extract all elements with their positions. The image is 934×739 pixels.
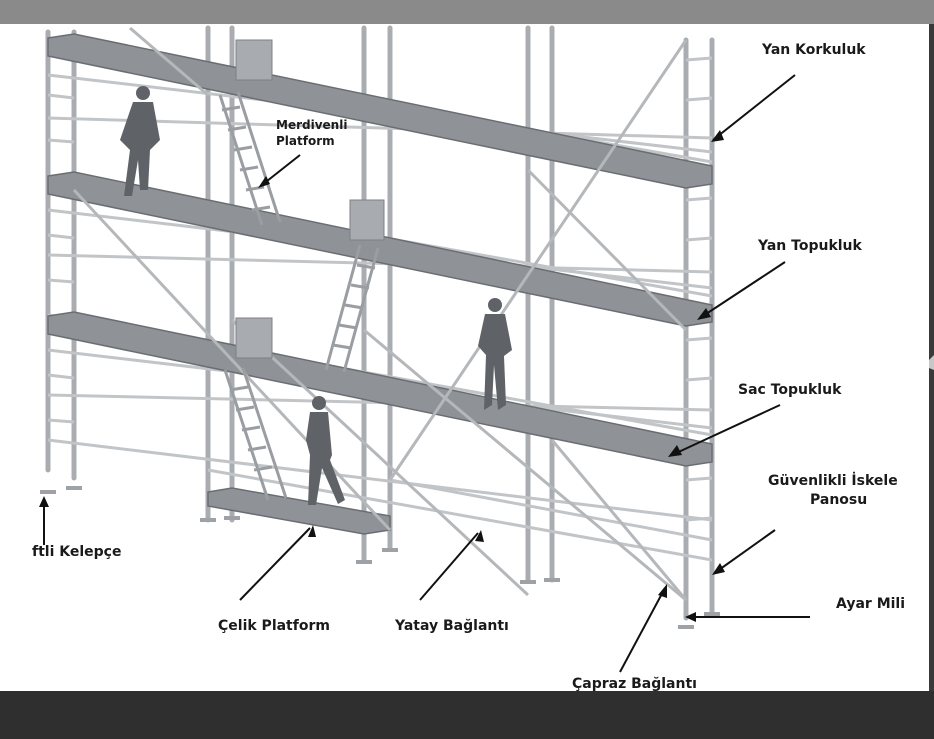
base-plates	[40, 486, 720, 629]
label-adjustment-rod: Ayar Mili	[836, 596, 906, 612]
edge-marker	[929, 355, 934, 370]
label-side-toeboard: Yan Topukluk	[758, 238, 862, 254]
label-ladder-platform-line1: Merdivenli	[276, 118, 348, 132]
ladders	[218, 91, 380, 501]
left-panel-edge	[0, 24, 32, 691]
label-steel-platform: Çelik Platform	[218, 618, 330, 634]
bottom-frame-edge	[0, 691, 934, 739]
label-safety-panel-line1: Güvenlikli İskele	[768, 473, 898, 489]
decks	[47, 33, 713, 535]
hatch-panels	[235, 39, 385, 359]
worker-2	[478, 298, 512, 410]
label-ladder-platform-line2: Platform	[276, 134, 335, 148]
workers	[120, 86, 512, 505]
annotation-arrowheads	[39, 130, 725, 622]
label-coupler: ftli Kelepçe	[32, 544, 122, 560]
label-cross-brace: Çapraz Bağlantı	[572, 676, 697, 692]
diagonal-braces	[72, 26, 688, 602]
side-rails-right	[685, 56, 713, 522]
label-side-guardrail: Yan Korkuluk	[762, 42, 866, 58]
side-rails-left	[47, 93, 75, 424]
annotation-arrows	[43, 74, 810, 673]
label-horizontal-brace: Yatay Bağlantı	[395, 618, 509, 634]
top-frame-edge	[0, 0, 934, 24]
worker-3	[306, 396, 345, 505]
label-safety-panel-line2: Panosu	[810, 492, 868, 508]
label-sheet-toeboard: Sac Topukluk	[738, 382, 842, 398]
worker-1	[120, 86, 160, 196]
